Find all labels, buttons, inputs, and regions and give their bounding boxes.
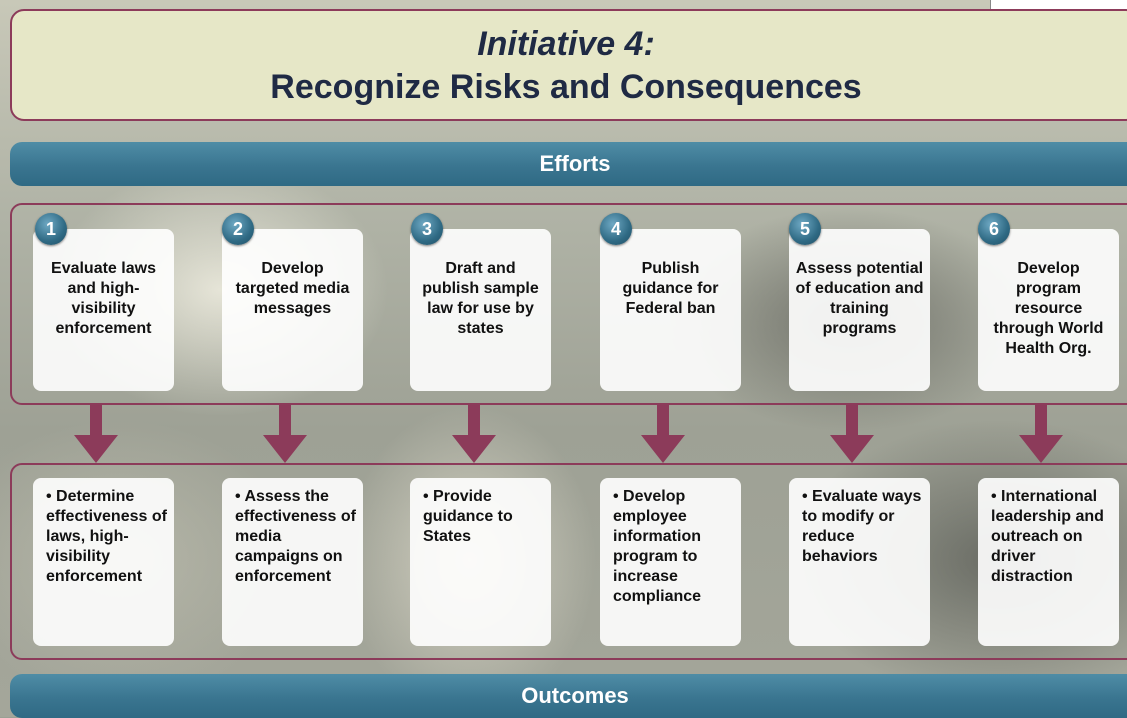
outcome-card-5: • Evaluate ways to modify or reduce beha… xyxy=(789,478,930,646)
effort-number-badge-2: 2 xyxy=(222,213,254,245)
effort-number-badge-3: 3 xyxy=(411,213,443,245)
page-title: Recognize Risks and Consequences xyxy=(270,68,862,106)
effort-card-1: Evaluate laws and high-visibility enforc… xyxy=(33,229,174,391)
outcomes-row-frame xyxy=(10,463,1127,660)
outcomes-band: Outcomes xyxy=(10,674,1127,718)
outcome-card-1: • Determine effectiveness of laws, high-… xyxy=(33,478,174,646)
effort-number-badge-6: 6 xyxy=(978,213,1010,245)
down-arrow-icon xyxy=(74,405,118,463)
outcome-card-4: • Develop employee information program t… xyxy=(600,478,741,646)
effort-card-6: Develop program resource through World H… xyxy=(978,229,1119,391)
outcome-card-6: • International leadership and outreach … xyxy=(978,478,1119,646)
effort-card-4: Publish guidance for Federal ban xyxy=(600,229,741,391)
down-arrow-icon xyxy=(1019,405,1063,463)
down-arrow-icon xyxy=(830,405,874,463)
down-arrow-icon xyxy=(641,405,685,463)
effort-number-badge-5: 5 xyxy=(789,213,821,245)
initiative-label: Initiative 4: xyxy=(477,25,655,63)
down-arrow-icon xyxy=(452,405,496,463)
efforts-row-frame xyxy=(10,203,1127,405)
effort-number-badge-1: 1 xyxy=(35,213,67,245)
effort-card-2: Develop targeted media messages xyxy=(222,229,363,391)
outcome-card-3: • Provide guidance to States xyxy=(410,478,551,646)
effort-card-3: Draft and publish sample law for use by … xyxy=(410,229,551,391)
efforts-band: Efforts xyxy=(10,142,1127,186)
effort-number-badge-4: 4 xyxy=(600,213,632,245)
title-box: Initiative 4: Recognize Risks and Conseq… xyxy=(10,9,1127,121)
down-arrow-icon xyxy=(263,405,307,463)
outcome-card-2: • Assess the effectiveness of media camp… xyxy=(222,478,363,646)
effort-card-5: Assess potential of education and traini… xyxy=(789,229,930,391)
